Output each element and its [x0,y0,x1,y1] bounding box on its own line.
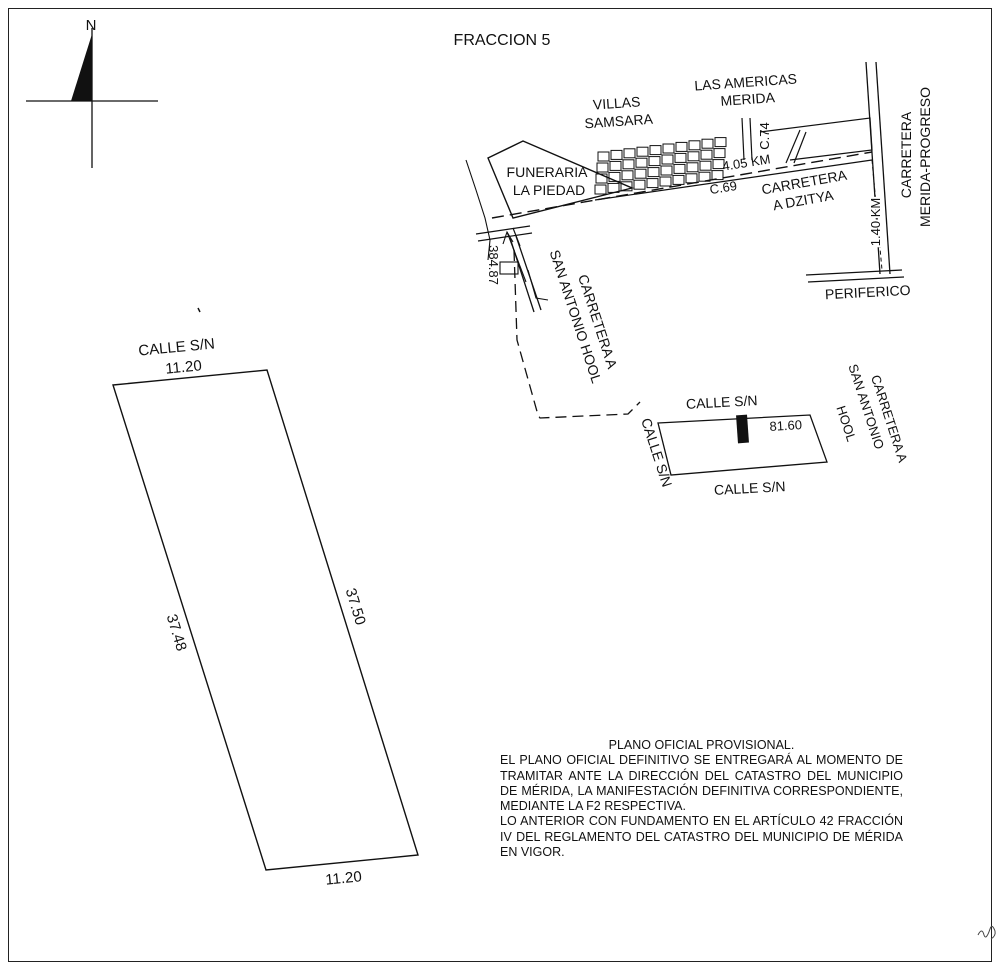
grid-block [701,138,714,149]
lot-outline [112,369,419,871]
notes-block: PLANO OFICIAL PROVISIONAL. EL PLANO OFIC… [500,738,903,860]
initials-signature-icon [977,925,996,940]
grid-block [687,151,700,162]
grid-block [635,157,648,168]
dist-140-label: 1.40 KM [868,198,883,246]
north-arrow-icon: N [26,17,158,168]
plan-title: FRACCION 5 [454,32,551,49]
lot-front-bottom-dim: 11.20 [325,868,363,888]
grid-block [596,162,609,173]
grid-block [672,174,685,185]
periferico-label: PERIFERICO [825,282,911,302]
calle-sn-bottom-label: CALLE S/N [714,478,786,498]
grid-block [633,179,646,190]
grid-block [608,171,621,182]
block-front-dim: 81.60 [769,417,802,434]
drawing-frame [8,8,992,962]
grid-block [661,154,674,165]
grid-block [674,152,687,163]
grid-block [659,176,672,187]
grid-block [700,149,713,160]
notes-paragraph-1: EL PLANO OFICIAL DEFINITIVO SE ENTREGARÁ… [500,753,903,814]
grid-block [607,182,620,193]
carretera-progreso-label-2: MERIDA-PROGRESO [917,87,933,227]
lot-front-top-dim: 11.20 [165,357,203,377]
grid-block [711,170,724,181]
las-americas-label-2: MERIDA [720,89,776,109]
grid-block [647,167,660,178]
villas-label-2: SAMSARA [584,111,654,132]
grid-block [609,160,622,171]
c74-label: C.74 [757,122,772,149]
grid-block [660,165,673,176]
grid-block [688,140,701,151]
grid-block [620,181,633,192]
villas-label-1: VILLAS [592,93,640,112]
funeraria-label-1: FUNERARIA [507,164,589,180]
grid-block [646,178,659,189]
stray-mark [197,307,201,313]
north-label: N [86,17,97,34]
las-americas-label-1: LAS AMERICAS [694,70,798,93]
c69-label: C.69 [709,178,738,197]
grid-block [595,173,608,184]
grid-block [662,143,675,154]
dist-405-label: 4.05 KM [721,151,771,173]
grid-block [714,137,727,148]
grid-block [622,159,635,170]
grid-block [712,159,725,170]
grid-block [634,168,647,179]
grid-block [597,151,610,162]
grid-block [623,148,636,159]
grid-block [675,141,688,152]
notes-paragraph-2: LO ANTERIOR CON FUNDAMENTO EN EL ARTÍCUL… [500,814,903,860]
grid-block [673,163,686,174]
grid-block [636,146,649,157]
grid-block [686,162,699,173]
grid-block [610,149,623,160]
lot-side-left-dim: 37.48 [163,612,190,653]
calle-sn-left-label: CALLE S/N [638,416,675,489]
location-sketch [465,61,905,476]
villas-samsara-grid [594,137,727,195]
grid-block [713,148,726,159]
dist-38487-label: 384.87 [486,245,501,285]
grid-block [649,145,662,156]
funeraria-label-2: LA PIEDAD [513,182,585,198]
grid-block [698,171,711,182]
grid-block [699,160,712,171]
carretera-hool-right-label-3: HOOL [833,404,859,444]
grid-block [648,156,661,167]
carretera-progreso-label-1: CARRETERA [898,111,914,198]
lot-street-top-label: CALLE S/N [138,335,216,359]
calle-sn-top-label: CALLE S/N [686,392,758,412]
notes-heading: PLANO OFICIAL PROVISIONAL. [608,738,795,752]
grid-block [621,170,634,181]
grid-block [594,184,607,195]
grid-block [685,173,698,184]
